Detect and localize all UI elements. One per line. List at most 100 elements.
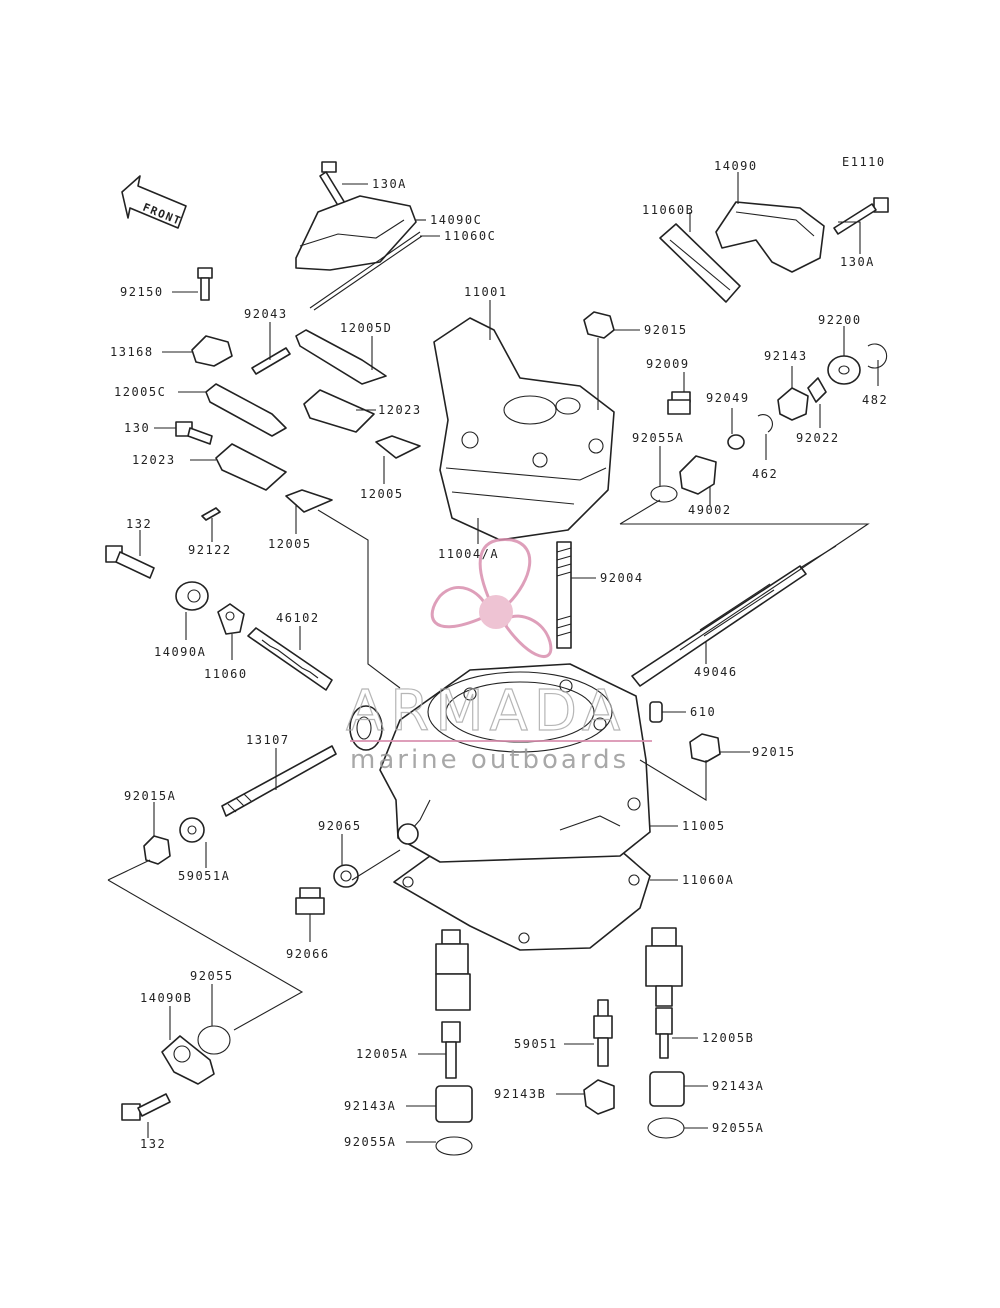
label-610: 610 [690,705,716,719]
stud-92004 [556,541,572,649]
gear-59051 [593,999,613,1067]
nut-92015-top [583,311,615,339]
label-49002: 49002 [688,503,732,517]
seal-92022 [807,377,827,403]
shaft-12005b [645,927,683,1059]
label-13107: 13107 [246,733,290,747]
label-13168: 13168 [110,345,154,359]
gasket-11060c [309,231,423,311]
filter-46102 [247,627,333,691]
label-11004a: 11004/A [438,547,499,561]
label-12005-low: 12005 [268,537,312,551]
label-92049: 92049 [706,391,750,405]
label-92150: 92150 [120,285,164,299]
label-92015-right: 92015 [752,745,796,759]
label-46102: 46102 [276,611,320,625]
label-11060b: 11060B [642,203,694,217]
label-130: 130 [124,421,150,435]
gasket-11060b [659,223,741,303]
plug-92009 [667,391,691,415]
label-92143a-left: 92143A [344,1099,396,1113]
label-11060a: 11060A [682,873,734,887]
label-14090c: 14090C [430,213,482,227]
label-92043: 92043 [244,307,288,321]
label-482-right: 482 [862,393,888,407]
label-92055a-left: 92055A [344,1135,396,1149]
label-12005c: 12005C [114,385,166,399]
bolt-132-top [105,545,155,579]
clip-12005-low [285,489,333,513]
label-92143a-right: 92143A [712,1079,764,1093]
watermark-brand: ARMADA [346,679,626,744]
front-arrow: FRONT [121,175,187,229]
clip-12005-mid [375,435,421,459]
label-92066: 92066 [286,947,330,961]
bolt-92150 [197,267,213,301]
watermark: ARMADA marine outboards [345,538,652,775]
label-12023-left: 12023 [132,453,176,467]
pin-92122 [201,507,221,521]
diagram-code: E1110 [842,155,886,169]
label-92022: 92022 [796,431,840,445]
label-11060: 11060 [204,667,248,681]
gear-59051a [179,817,205,843]
part-labels: 130A 14090C 11060C 14090 11060B 130A 921… [110,159,888,1151]
label-132-bottom: 132 [140,1137,166,1151]
clip-482-right [867,343,888,369]
plug-92066 [295,887,325,915]
label-92055a-right: 92055A [712,1121,764,1135]
lever-12005d [295,329,387,385]
oring-92055-left [197,1025,231,1055]
leader-lines [107,172,879,1143]
watermark-tagline: marine outboards [350,745,629,775]
label-14090: 14090 [714,159,758,173]
shaft-13107 [221,745,337,817]
bushing-92143a-left [435,1085,473,1123]
label-132-top: 132 [126,517,152,531]
label-92065: 92065 [318,819,362,833]
label-59051a: 59051A [178,869,230,883]
label-92015a: 92015A [124,789,176,803]
cover-14090a [175,581,209,611]
clip-462 [757,414,773,433]
label-12005-mid: 12005 [360,487,404,501]
label-14090b: 14090B [140,991,192,1005]
label-11001: 11001 [464,285,508,299]
label-462: 462 [752,467,778,481]
gasket-11060a [393,849,651,951]
watermark-propeller-logo [430,538,553,659]
cover-14090 [715,201,825,273]
cap-49002 [679,455,717,495]
nut-92015-right [689,733,721,763]
label-92055a-mid: 92055A [632,431,684,445]
nut-92015a [143,835,171,865]
washer-92065 [333,864,359,888]
label-92009: 92009 [646,357,690,371]
bracket-13168 [191,335,233,367]
label-12005a: 12005A [356,1047,408,1061]
label-12005b: 12005B [702,1031,754,1045]
cylinder-head-11001 [433,317,615,541]
label-92004: 92004 [600,571,644,585]
label-59051: 59051 [514,1037,558,1051]
label-130a-top: 130A [372,177,407,191]
oring-92055a-right [647,1117,685,1139]
label-14090a: 14090A [154,645,206,659]
exhaust-port [349,705,383,751]
label-92055-left: 92055 [190,969,234,983]
pin-610 [649,701,663,723]
label-92143b: 92143B [494,1087,546,1101]
label-11005: 11005 [682,819,726,833]
bracket-12023-mid [303,389,375,433]
oring-92055a-left [435,1136,473,1156]
label-11060c: 11060C [444,229,496,243]
lever-12005c [205,383,287,437]
bracket-12023-left [215,443,287,491]
bolt-130 [175,421,213,445]
label-12005d: 12005D [340,321,392,335]
bushing-92143a-right [649,1071,685,1107]
bolt-130a-right [833,197,889,235]
label-12023-mid: 12023 [378,403,422,417]
shaft-12005a [435,929,471,1079]
